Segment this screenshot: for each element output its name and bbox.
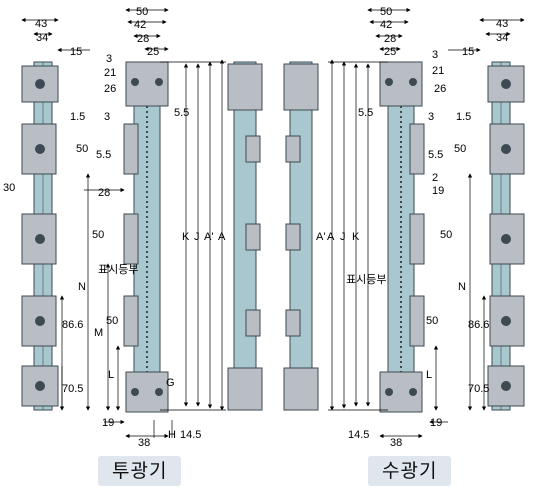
- dim-28: 28: [137, 33, 149, 45]
- caption-emitter: 투광기: [98, 456, 182, 486]
- dim-43: 43: [35, 18, 47, 30]
- dim-21: 21: [432, 65, 444, 77]
- top-left-dims: 43 34 15: [35, 18, 82, 58]
- dim-5-5: 5.5: [96, 149, 111, 161]
- dim-G: G: [166, 377, 175, 389]
- dim-A-prime: A': [204, 231, 213, 243]
- dim-3b: 3: [428, 111, 434, 123]
- dim-K: K: [352, 231, 360, 243]
- dim-28: 28: [98, 187, 110, 199]
- indicator-label: 표시등부: [346, 273, 386, 286]
- dim-H: H: [168, 429, 176, 441]
- emitter-top-dims: 50 42 28 25 3 21 26 3: [104, 6, 159, 123]
- dim-86-6: 86.6: [468, 319, 489, 331]
- dim-J: J: [194, 231, 200, 243]
- dim-70-5: 70.5: [62, 383, 83, 395]
- dim-19: 19: [102, 417, 114, 429]
- dim-2: 2: [432, 172, 438, 184]
- dim-3b: 3: [104, 111, 110, 123]
- dim-15: 15: [462, 46, 474, 58]
- dim-42: 42: [134, 19, 146, 31]
- emitter-rear-view: [227, 61, 263, 411]
- dim-30: 30: [3, 182, 15, 194]
- dim-J: J: [340, 231, 346, 243]
- dim-N: N: [458, 281, 466, 293]
- caption-receiver: 수광기: [368, 456, 452, 486]
- dim-25: 25: [147, 46, 159, 58]
- dim-38: 38: [138, 437, 150, 449]
- dimension-lines: [21, 7, 525, 439]
- dim-70-5: 70.5: [468, 383, 489, 395]
- dim-5-5b: 5.5: [174, 107, 189, 119]
- dim-34: 34: [36, 32, 48, 44]
- dim-3: 3: [432, 49, 438, 61]
- dim-50-c: 50: [106, 315, 118, 327]
- dim-43: 43: [496, 18, 508, 30]
- receiver-dims: 5.5 1.5 5.5 50 2 19 50 50 N L 86.6 70.5 …: [316, 107, 489, 449]
- dim-A: A: [327, 231, 335, 243]
- dim-14-5: 14.5: [348, 429, 369, 441]
- indicator-label: 표시등부: [98, 263, 138, 276]
- dim-K: K: [182, 231, 190, 243]
- dim-5-5b: 5.5: [428, 149, 443, 161]
- emitter-dims: 1.5 50 5.5 30 28 50 50 N M L 86.6 70.5 1…: [3, 107, 226, 449]
- dim-21: 21: [104, 67, 116, 79]
- dim-15: 15: [70, 46, 82, 58]
- dim-19: 19: [432, 185, 444, 197]
- dim-3: 3: [106, 53, 112, 65]
- dim-1-5: 1.5: [456, 111, 471, 123]
- receiver-top-dims: 50 42 28 25 3 21 26 3: [380, 6, 446, 123]
- dim-50-a: 50: [76, 143, 88, 155]
- dim-38: 38: [390, 437, 402, 449]
- dim-50-b: 50: [92, 229, 104, 241]
- dim-A-prime: A': [316, 231, 325, 243]
- receiver-side-view: [487, 61, 525, 411]
- dim-50-c: 50: [426, 315, 438, 327]
- dim-26: 26: [104, 83, 116, 95]
- dim-26: 26: [434, 83, 446, 95]
- dim-86-6: 86.6: [62, 319, 83, 331]
- dim-50: 50: [380, 6, 392, 18]
- dim-42: 42: [380, 19, 392, 31]
- receiver-rear-view: [283, 61, 319, 411]
- dim-1-5: 1.5: [70, 111, 85, 123]
- dim-5-5: 5.5: [358, 107, 373, 119]
- dim-19b: 19: [430, 417, 442, 429]
- top-right-dims: 43 34 15: [462, 18, 508, 58]
- dim-34: 34: [496, 32, 508, 44]
- dim-25: 25: [384, 46, 396, 58]
- emitter-side-view: [21, 61, 59, 411]
- dim-50: 50: [136, 6, 148, 18]
- dim-N: N: [78, 281, 86, 293]
- dim-14-5: 14.5: [180, 429, 201, 441]
- receiver-front-view: [379, 61, 425, 413]
- dim-50-b: 50: [440, 229, 452, 241]
- dim-M: M: [94, 327, 103, 339]
- emitter-front-view: [123, 61, 169, 413]
- dim-50-a: 50: [454, 143, 466, 155]
- dim-L: L: [426, 369, 432, 381]
- dim-A: A: [218, 231, 226, 243]
- dim-28: 28: [384, 33, 396, 45]
- dim-L: L: [108, 369, 114, 381]
